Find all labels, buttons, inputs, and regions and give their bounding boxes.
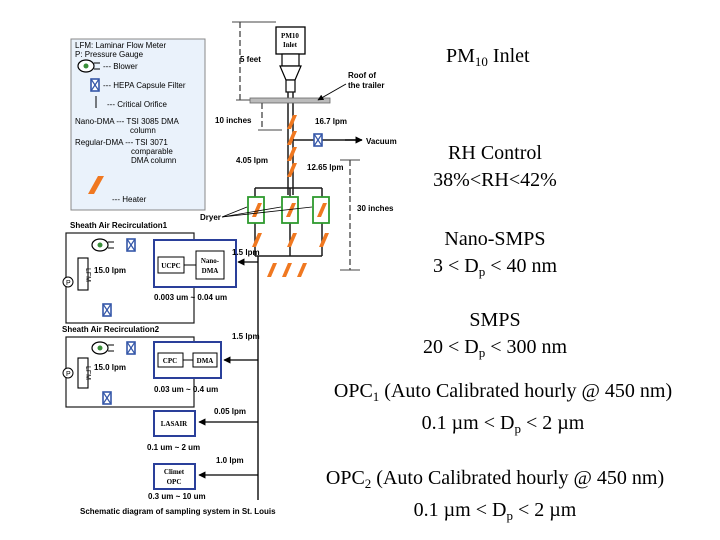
sheath-1-hepa-icon	[126, 238, 136, 252]
sheath-2-lfm	[77, 357, 89, 389]
cpc-label: CPC	[163, 357, 177, 365]
inlet-cone	[279, 65, 302, 81]
pm10-label: PM10	[281, 32, 299, 40]
range-smps: 0.03 um ~ 0.4 um	[154, 385, 218, 394]
sheath-2-hepa2-icon	[102, 391, 112, 405]
flow-16-7: 16.7 lpm	[315, 117, 347, 126]
lasair-label: LASAIR	[161, 420, 188, 428]
legend-hepa: --- HEPA Capsule Filter	[103, 81, 186, 90]
range-nano: 0.003 um ~ 0.04 um	[154, 293, 227, 302]
legend-lfm: LFM: Laminar Flow Meter	[75, 41, 166, 50]
nano-dma-label-1: Nano-	[201, 257, 220, 265]
flow-12-65: 12.65 lpm	[307, 163, 343, 172]
sheath-2-p-label: P	[66, 371, 71, 378]
sheath-2-blower-icon	[91, 341, 115, 355]
roof-label-2: the trailer	[348, 81, 384, 90]
panel-opc2: OPC2 (Auto Calibrated hourly @ 450 nm) 0…	[290, 465, 700, 529]
rh-range: 38%<RH<42%	[433, 169, 557, 191]
range-climet: 0.3 um ~ 10 um	[148, 492, 206, 501]
flow-0-05: 0.05 lpm	[214, 407, 246, 416]
dryer-label: Dryer	[200, 213, 221, 222]
opc1-range: 0.1 µm < Dp < 2 µm	[421, 412, 585, 436]
opc2-title: OPC2 (Auto Calibrated hourly @ 450 nm)	[325, 467, 665, 491]
sheath-1-pressure-gauge	[62, 276, 74, 288]
vacuum-hepa-icon	[313, 133, 323, 147]
pm10-post: Inlet	[487, 45, 530, 67]
heater-icon	[88, 176, 104, 194]
legend-regular-dma-1: Regular-DMA --- TSI 3071	[75, 138, 168, 147]
thirty-inches-label: 30 inches	[357, 204, 394, 213]
opc1-title: OPC1 (Auto Calibrated hourly @ 450 nm)	[333, 380, 673, 404]
pm10-sub: 10	[474, 54, 488, 69]
roof-label-1: Roof of	[348, 71, 376, 80]
inlet-body	[281, 53, 300, 67]
climet-box	[153, 463, 196, 490]
legend-blower: --- Blower	[103, 62, 138, 71]
sheath-1-lfm-label: LFM	[84, 268, 91, 282]
nano-dma-label-2: DMA	[202, 267, 219, 275]
sheath-2-label: Sheath Air Recirculation2	[62, 325, 160, 334]
panel-rh-control: RH Control 38%<RH<42%	[420, 140, 570, 194]
sheath-2-pressure-gauge	[62, 367, 74, 379]
legend-nano-dma-1: Nano-DMA --- TSI 3085 DMA	[75, 117, 180, 126]
sheath-1-p-label: P	[66, 280, 71, 287]
dma-label: DMA	[197, 357, 214, 365]
nano-title: Nano-SMPS	[444, 228, 546, 250]
sheath-1-blower-icon	[91, 238, 115, 252]
caption: Schematic diagram of sampling system in …	[80, 507, 276, 516]
pm10-inlet-box	[275, 26, 306, 55]
flow-15-a: 15.0 lpm	[94, 266, 126, 275]
rh-title: RH Control	[448, 142, 542, 164]
lasair-box	[153, 410, 196, 437]
inlet-neck	[285, 79, 296, 93]
pm10-pre: PM	[446, 45, 475, 67]
flow-4-05: 4.05 lpm	[236, 156, 268, 165]
legend-regular-dma-3: DMA column	[131, 156, 176, 165]
panel-opc1: OPC1 (Auto Calibrated hourly @ 450 nm) 0…	[298, 378, 708, 442]
dryer-right	[312, 196, 330, 224]
sheath-2-hepa-icon	[126, 341, 136, 355]
panel-pm10: PM10 Inlet	[446, 43, 530, 75]
flow-15-b: 15.0 lpm	[94, 363, 126, 372]
flow-1-5-smps: 1.5 lpm	[232, 332, 260, 341]
nano-range: 3 < Dp < 40 nm	[432, 255, 558, 279]
sheath-2-lfm-label: LFM	[84, 366, 91, 380]
climet-label-2: OPC	[167, 478, 182, 486]
smps-range: 20 < Dp < 300 nm	[422, 336, 568, 360]
hepa-filter-icon	[90, 78, 100, 92]
legend-pressure: P: Pressure Gauge	[75, 50, 144, 59]
opc2-range: 0.1 µm < Dp < 2 µm	[413, 499, 577, 523]
flow-1-0: 1.0 lpm	[216, 456, 244, 465]
sheath-1-hepa2-icon	[102, 303, 112, 317]
legend-regular-dma-2: comparable	[131, 147, 173, 156]
legend-orifice: --- Critical Orifice	[107, 100, 168, 109]
panel-smps: SMPS 20 < Dp < 300 nm	[405, 307, 585, 366]
trailer-roof	[249, 97, 331, 104]
legend-heater: --- Heater	[112, 195, 147, 204]
sheath-1-lfm	[77, 257, 89, 291]
sheath-1-label: Sheath Air Recirculation1	[70, 221, 168, 230]
panel-nano-smps: Nano-SMPS 3 < Dp < 40 nm	[415, 226, 575, 285]
nano-dma-box	[195, 250, 225, 280]
vacuum-label: Vacuum	[366, 137, 397, 146]
inlet-label: Inlet	[283, 41, 298, 49]
legend-nano-dma-2: column	[130, 126, 156, 135]
climet-label-1: Climet	[164, 468, 185, 476]
range-lasair: 0.1 um ~ 2 um	[147, 443, 200, 452]
five-feet-label: 5 feet	[240, 55, 261, 64]
flow-1-5-nano: 1.5 lpm	[232, 248, 260, 257]
smps-title: SMPS	[469, 309, 521, 331]
ten-inches-label: 10 inches	[215, 116, 252, 125]
ucpc-label: UCPC	[161, 262, 180, 270]
